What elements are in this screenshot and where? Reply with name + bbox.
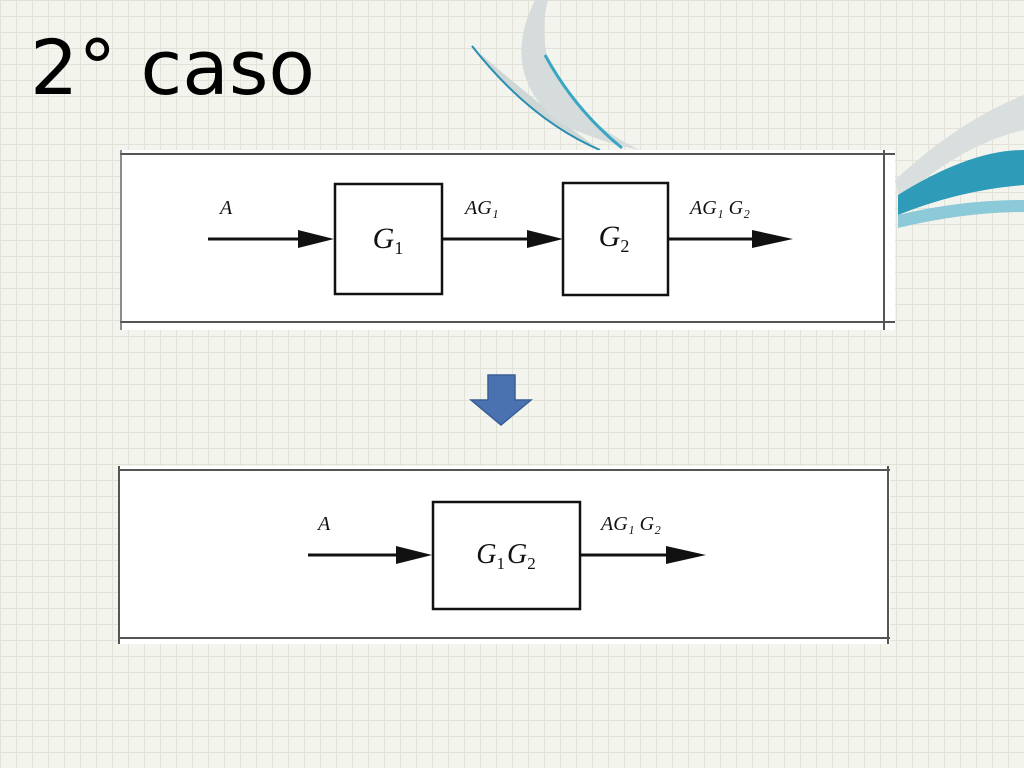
slide-title: 2° caso: [30, 23, 315, 112]
equivalent-diagram-panel: A G1G2 AG₁ G₂: [118, 466, 890, 644]
input-label: A: [316, 513, 331, 535]
input-label: A: [218, 197, 233, 219]
intermediate-arrowhead: [527, 230, 563, 248]
block-g1g2-label: G1G2: [476, 539, 535, 573]
intermediate-label: AG₁: [463, 197, 499, 219]
block-g1: [333, 182, 444, 296]
block-g1-label: G1: [373, 222, 404, 258]
equivalent-block-diagram: A G1G2 AG₁ G₂: [118, 466, 890, 644]
output-arrowhead: [666, 546, 706, 564]
block-g2-label: G2: [599, 220, 630, 256]
input-arrowhead: [298, 230, 334, 248]
output-label: AG₁ G₂: [599, 513, 661, 535]
series-diagram-panel: A G1 AG₁ G2 AG₁ G₂: [120, 150, 895, 330]
input-arrowhead: [396, 546, 432, 564]
series-block-diagram: A G1 AG₁ G2 AG₁ G₂: [120, 150, 895, 330]
output-arrowhead: [752, 230, 793, 248]
block-g2: [561, 181, 670, 297]
output-label: AG₁ G₂: [688, 197, 750, 219]
